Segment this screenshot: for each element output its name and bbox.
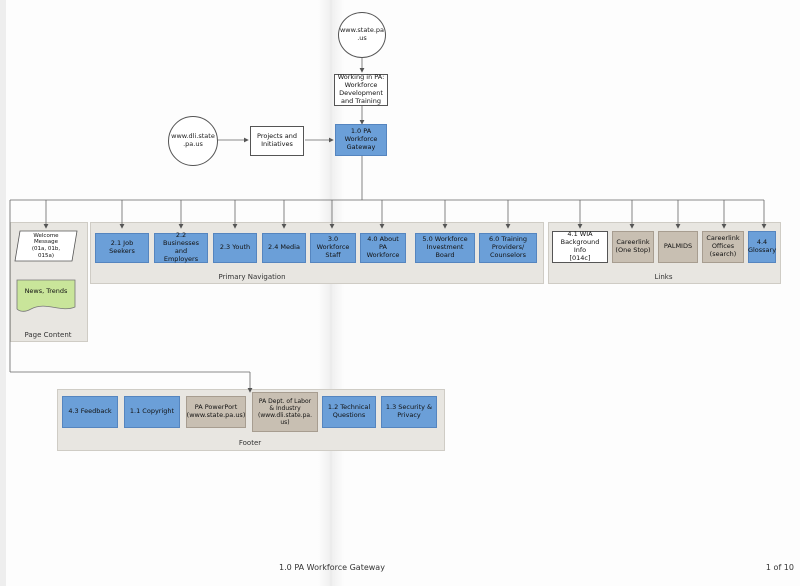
footer-pa-powerport[interactable]: PA PowerPort (www.state.pa.us): [186, 396, 246, 428]
link-careerlink-offices-text: Careerlink Offices (search): [706, 234, 740, 258]
footer-label: Footer: [238, 439, 262, 447]
news-trends-shape[interactable]: [16, 279, 76, 315]
dli-site-text: www.dli.state .pa.us: [171, 132, 215, 148]
nav-about-pa-workforce-text: 4.0 About PA Workforce: [366, 235, 400, 259]
workforce-gateway-text: 1.0 PA Workforce Gateway: [344, 127, 378, 151]
nav-job-seekers-text: 2.1 Job Seekers: [109, 239, 135, 255]
link-wia-background-text: 4.1 WIA Background Info [014c]: [560, 230, 600, 262]
link-palmids-text: PALMIDS: [663, 242, 693, 251]
page-number: 1 of 10: [765, 563, 794, 572]
state-pa-site-text: www.state.pa .us: [339, 26, 385, 42]
nav-about-pa-workforce[interactable]: 4.0 About PA Workforce: [360, 233, 406, 263]
nav-media-text: 2.4 Media: [268, 243, 300, 252]
workforce-gateway-node[interactable]: 1.0 PA Workforce Gateway: [335, 124, 387, 156]
nav-youth[interactable]: 2.3 Youth: [213, 233, 257, 263]
link-careerlink-one-stop-text: Careerlink (One Stop): [615, 238, 651, 254]
nav-media[interactable]: 2.4 Media: [262, 233, 306, 263]
link-glossary-text: 4.4 Glossary: [747, 238, 777, 254]
link-wia-background[interactable]: 4.1 WIA Background Info [014c]: [552, 230, 608, 263]
nav-businesses-employers-text: 2.2 Businesses and Employers: [162, 231, 200, 263]
dli-site-node[interactable]: www.dli.state .pa.us: [168, 116, 218, 166]
footer-security-privacy[interactable]: 1.3 Security & Privacy: [381, 396, 437, 428]
welcome-message-text: Welcome Message (01a, 01b, 015a): [31, 232, 61, 259]
nav-workforce-investment-board-text: 5.0 Workforce Investment Board: [422, 235, 468, 259]
nav-businesses-employers[interactable]: 2.2 Businesses and Employers: [154, 231, 208, 263]
state-pa-site-node[interactable]: www.state.pa .us: [338, 12, 386, 58]
nav-training-providers[interactable]: 6.0 Training Providers/ Counselors: [479, 233, 537, 263]
link-careerlink-one-stop[interactable]: Careerlink (One Stop): [612, 231, 654, 263]
working-in-pa-node[interactable]: Working in PA: Workforce Development and…: [334, 73, 388, 106]
footer-technical-questions[interactable]: 1.2 Technical Questions: [322, 396, 376, 428]
footer-feedback-text: 4.3 Feedback: [68, 407, 112, 416]
nav-workforce-investment-board[interactable]: 5.0 Workforce Investment Board: [415, 233, 475, 263]
welcome-message-shape[interactable]: [14, 230, 78, 262]
link-careerlink-offices[interactable]: Careerlink Offices (search): [702, 231, 744, 263]
news-trends-node: News, Trends: [16, 280, 76, 304]
footer-pa-powerport-text: PA PowerPort (www.state.pa.us): [186, 403, 246, 419]
footer-pa-dept-labor-text: PA Dept. of Labor & Industry (www.dli.st…: [258, 397, 312, 427]
links-label: Links: [654, 273, 673, 281]
nav-workforce-staff[interactable]: 3.0 Workforce Staff: [310, 233, 356, 263]
link-glossary[interactable]: 4.4 Glossary: [748, 231, 776, 263]
nav-workforce-staff-text: 3.0 Workforce Staff: [316, 235, 350, 259]
page-edge: [0, 0, 6, 586]
page-title: 1.0 PA Workforce Gateway: [279, 563, 385, 572]
footer-security-privacy-text: 1.3 Security & Privacy: [385, 403, 433, 419]
nav-job-seekers[interactable]: 2.1 Job Seekers: [95, 233, 149, 263]
page-content-label: Page Content: [24, 331, 72, 339]
footer-copyright-text: 1.1 Copyright: [129, 407, 175, 416]
nav-youth-text: 2.3 Youth: [219, 243, 251, 252]
footer-feedback[interactable]: 4.3 Feedback: [62, 396, 118, 428]
link-palmids[interactable]: PALMIDS: [658, 231, 698, 263]
footer-technical-questions-text: 1.2 Technical Questions: [327, 403, 371, 419]
footer-copyright[interactable]: 1.1 Copyright: [124, 396, 180, 428]
footer-panel: [57, 389, 445, 451]
projects-initiatives-node[interactable]: Projects and Initiatives: [250, 126, 304, 156]
welcome-message-node: Welcome Message (01a, 01b, 015a): [18, 230, 74, 262]
nav-training-providers-text: 6.0 Training Providers/ Counselors: [488, 235, 528, 259]
working-in-pa-text: Working in PA: Workforce Development and…: [337, 73, 385, 105]
footer-pa-dept-labor[interactable]: PA Dept. of Labor & Industry (www.dli.st…: [252, 392, 318, 432]
projects-initiatives-text: Projects and Initiatives: [257, 132, 297, 148]
primary-navigation-label: Primary Navigation: [218, 273, 286, 281]
news-trends-text: News, Trends: [24, 287, 68, 296]
